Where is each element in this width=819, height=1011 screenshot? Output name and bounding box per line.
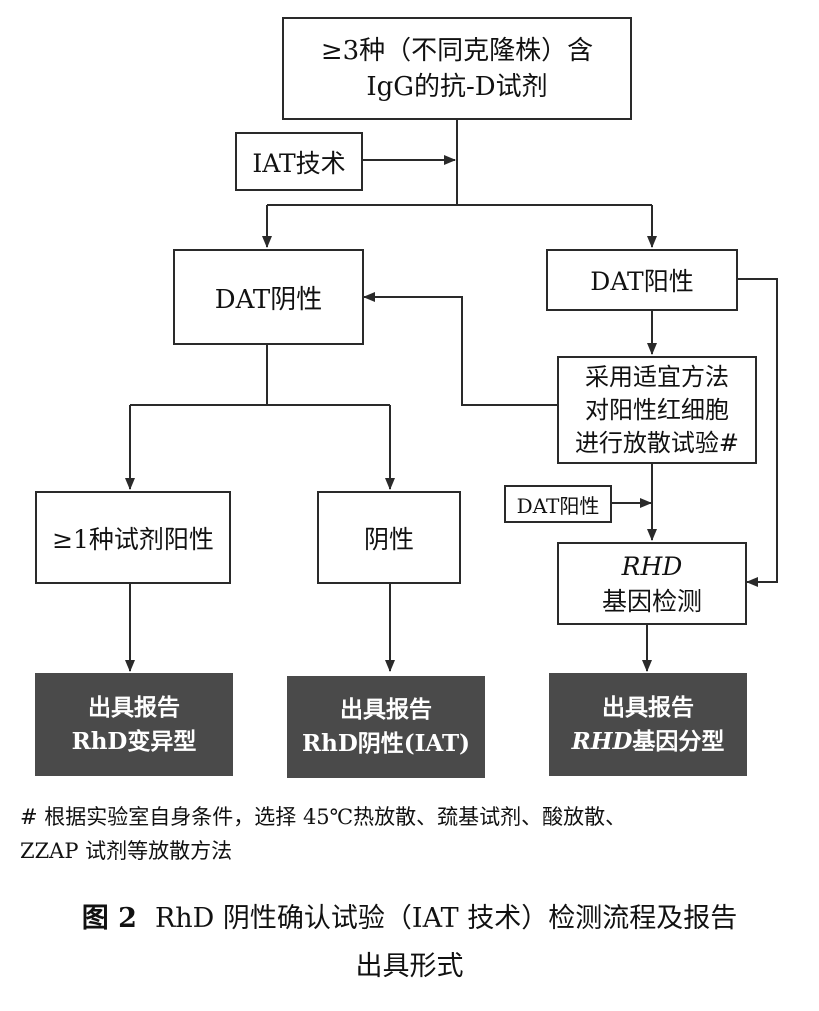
rhd-gene-box: RHD 基因检测 <box>557 542 747 625</box>
elution-line1: 采用适宜方法 <box>585 362 729 391</box>
report-variant-line1: 出具报告 <box>88 693 180 721</box>
figure-caption-line2: 出具形式 <box>0 944 819 983</box>
one-reagent-positive-box: ≥1种试剂阳性 <box>35 491 231 584</box>
report-negative-box: 出具报告 RhD阴性(IAT) <box>287 676 485 778</box>
one-reagent-positive-label: ≥1种试剂阳性 <box>52 524 214 554</box>
dat-negative-label: DAT阴性 <box>214 284 323 315</box>
dat-positive-small-label: DAT阳性 <box>516 493 600 518</box>
elution-box: 采用适宜方法 对阳性红细胞 进行放散试验# <box>557 356 757 464</box>
iat-label: IAT技术 <box>252 148 346 178</box>
negative-box: 阴性 <box>317 491 461 584</box>
report-genotype-box: 出具报告 RHD基因分型 <box>549 673 747 776</box>
negative-label: 阴性 <box>363 524 414 554</box>
rhd-gene-line1: RHD <box>621 551 683 581</box>
figure-number: 图 2 <box>81 903 137 934</box>
reagent-box: ≥3种（不同克隆株）含 IgG的抗-D试剂 <box>282 17 632 120</box>
dat-negative-box: DAT阴性 <box>173 249 364 345</box>
report-genotype-line1: 出具报告 <box>602 693 694 721</box>
rhd-gene-line2: 基因检测 <box>601 586 702 616</box>
dat-positive-small-box: DAT阳性 <box>504 485 612 523</box>
report-variant-box: 出具报告 RhD变异型 <box>35 673 233 776</box>
footnote: # 根据实验室自身条件，选择 45℃热放散、巯基试剂、酸放散、 ZZAP 试剂等… <box>20 800 810 868</box>
footnote-line1: # 根据实验室自身条件，选择 45℃热放散、巯基试剂、酸放散、 <box>20 805 627 829</box>
connector-elution-to-datneg <box>363 292 557 406</box>
connector-datpos-to-rhd <box>738 278 778 587</box>
report-genotype-line2: RHD基因分型 <box>572 725 725 759</box>
report-negative-line2: RhD阴性(IAT) <box>301 730 470 757</box>
dat-positive-label: DAT阳性 <box>590 267 694 296</box>
reagent-line1: ≥3种（不同克隆株）含 <box>320 35 594 66</box>
iat-box: IAT技术 <box>235 132 363 191</box>
figure-caption: 图 2 RhD 阴性确认试验（IAT 技术）检测流程及报告 <box>0 896 819 935</box>
reagent-line2: IgG的抗-D试剂 <box>366 71 548 102</box>
report-negative-line1: 出具报告 <box>340 696 432 723</box>
footnote-line2: ZZAP 试剂等放散方法 <box>20 839 233 863</box>
caption-line1: RhD 阴性确认试验（IAT 技术）检测流程及报告 <box>154 903 738 934</box>
elution-line3: 进行放散试验# <box>574 428 740 457</box>
elution-line2: 对阳性红细胞 <box>585 395 729 424</box>
report-variant-line2: RhD变异型 <box>71 727 197 755</box>
dat-positive-box: DAT阳性 <box>546 249 738 311</box>
caption-line2: 出具形式 <box>355 951 464 982</box>
report-genotype-rhd: RHD <box>571 727 633 755</box>
report-genotype-rest: 基因分型 <box>632 727 725 755</box>
